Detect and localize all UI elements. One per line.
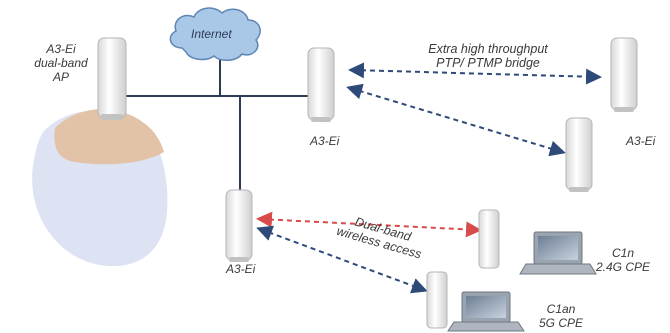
link-lower-to-c1n (256, 211, 482, 238)
ap-device-center-icon (307, 47, 335, 122)
c1an-label: C1an 5G CPE (538, 302, 583, 330)
internet-label: Internet (191, 27, 232, 41)
node-right-label: A3-Ei (626, 134, 656, 148)
node-center-label: A3-Ei (310, 134, 340, 148)
ap-device-right-top-icon (610, 37, 638, 112)
link-lower-to-c1an (256, 225, 428, 294)
ap-device-right-bottom-icon (565, 117, 593, 192)
ptp-bridge-label: Extra high throughput PTP/ PTMP bridge (428, 42, 548, 70)
cpe-c1an-icon (426, 271, 448, 329)
ap-device-lower-icon (225, 189, 253, 262)
ap-main-label: A3-Ei dual-band AP (34, 42, 88, 84)
cpe-c1n-icon (478, 209, 500, 269)
ptp-links (256, 62, 602, 294)
coverage-area (32, 109, 168, 267)
link-center-to-right-bottom (346, 83, 566, 157)
ap-device-main-icon (97, 37, 127, 120)
laptop-c1n-icon (519, 231, 597, 275)
node-lower-label: A3-Ei (226, 262, 256, 276)
internet-cloud-icon (169, 7, 261, 61)
link-center-to-right-top (348, 62, 602, 85)
laptop-c1an-icon (447, 291, 525, 332)
c1n-label: C1n 2.4G CPE (595, 246, 651, 274)
